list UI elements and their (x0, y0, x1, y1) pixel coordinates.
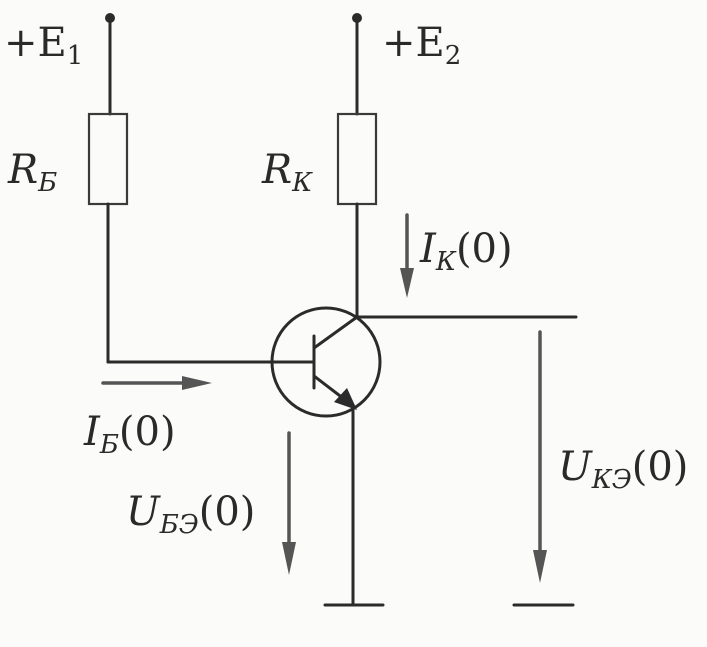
arrow-ube-head (282, 542, 296, 575)
arrow-uke-head (533, 550, 547, 583)
arrow-ib-head (182, 376, 212, 390)
label-ib: IБ(0) (83, 409, 176, 460)
label-rk: RК (261, 147, 313, 198)
transistor-collector-lead (312, 315, 359, 350)
arrow-ik-head (400, 268, 414, 298)
supply-e2-terminal (352, 13, 362, 23)
label-ube: UБЭ(0) (126, 489, 255, 540)
resistor-rb (87, 112, 129, 206)
resistor-rk (336, 112, 378, 206)
label-supply-e2: +E2 (382, 20, 461, 71)
emitter-arrow (334, 388, 357, 410)
transistor-body (270, 306, 382, 418)
label-rb: RБ (7, 147, 57, 198)
label-ik: IК(0) (419, 226, 513, 277)
label-uke: UКЭ(0) (558, 444, 688, 495)
supply-e1-terminal (105, 13, 115, 23)
label-supply-e1: +E1 (4, 20, 83, 71)
